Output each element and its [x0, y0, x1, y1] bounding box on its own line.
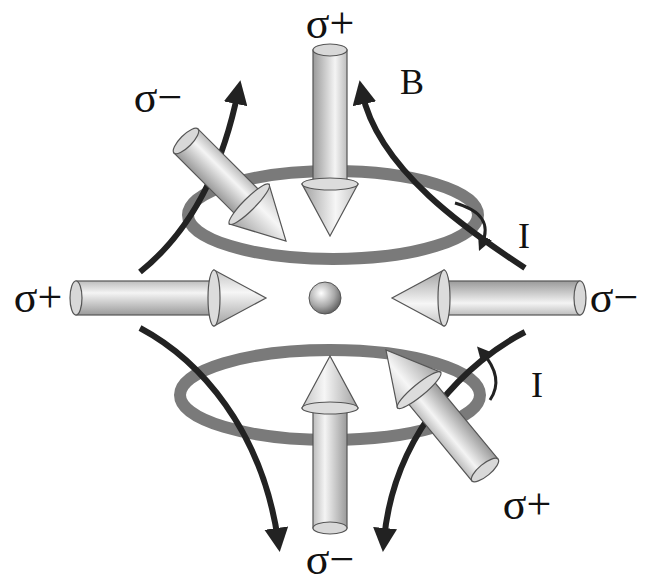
laser-beams — [70, 44, 586, 534]
laser-beam — [162, 117, 306, 261]
current-label: I — [531, 367, 543, 403]
current-label: I — [518, 218, 530, 254]
laser-beam — [392, 270, 586, 326]
beam-polarization: σ− — [306, 538, 355, 582]
beam-polarization: σ+ — [503, 483, 552, 527]
laser-beam — [364, 332, 510, 492]
laser-beam — [302, 44, 358, 236]
field-label: B — [400, 64, 424, 100]
beam-polarization: σ+ — [14, 276, 63, 320]
laser-beam — [302, 356, 358, 534]
laser-beam — [70, 270, 266, 326]
beam-polarization: σ− — [134, 76, 183, 120]
atom-cloud — [309, 282, 341, 314]
beam-polarization: σ+ — [306, 2, 355, 46]
beam-polarization: σ− — [590, 276, 639, 320]
